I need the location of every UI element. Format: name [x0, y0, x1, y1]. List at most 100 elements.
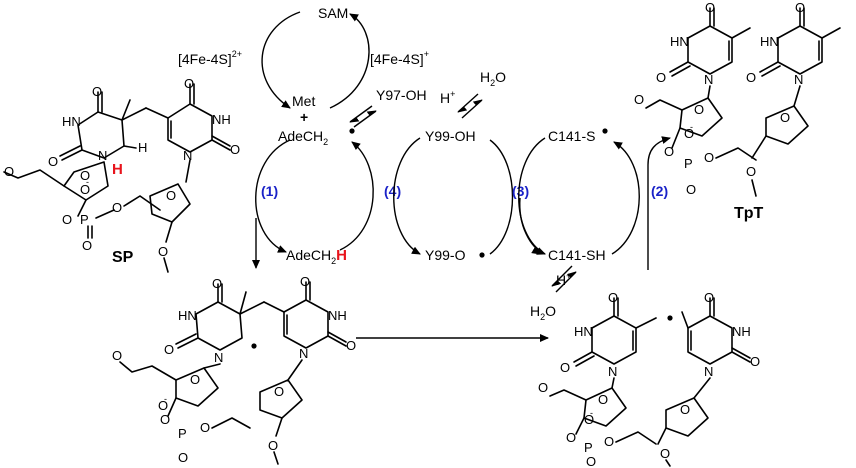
- eq-arrow-y97-b: [353, 110, 377, 128]
- sam-label: SAM: [318, 5, 348, 21]
- eq-arrow-bot-b: [555, 271, 577, 293]
- step3-arc-to-sh: [519, 197, 546, 255]
- svg-text:-: -: [590, 408, 593, 418]
- svg-text:P: P: [178, 426, 187, 441]
- svg-text:N: N: [183, 148, 192, 163]
- svg-text:O: O: [634, 92, 644, 107]
- svg-text:O: O: [112, 348, 122, 363]
- svg-text:P: P: [684, 156, 693, 171]
- svg-text:O: O: [795, 0, 805, 15]
- svg-text:HN: HN: [760, 34, 779, 49]
- svg-text:O: O: [584, 412, 594, 427]
- svg-text:O: O: [598, 392, 608, 407]
- svg-text:-: -: [164, 394, 167, 404]
- tpt-molecule: O O HN N O O HN N O O O P O - O O O O Tp…: [634, 0, 841, 222]
- svg-text:O: O: [586, 454, 596, 468]
- svg-text:HN: HN: [178, 308, 197, 323]
- tptr-sugar-left: [583, 387, 627, 427]
- step1-cycle: (1) AdeCH2H: [255, 139, 374, 266]
- svg-text:O: O: [80, 168, 90, 183]
- adech2h-label: AdeCH2H: [286, 247, 347, 266]
- sp-sugar-right: [149, 183, 191, 223]
- svg-text:O: O: [92, 84, 102, 99]
- tptr-sugar-right: [665, 397, 709, 437]
- sam-cycle: SAM [4Fe-4S]2+ [4Fe-4S]+ Met + AdeCH2 Y9…: [178, 5, 429, 147]
- svg-text:O: O: [82, 238, 92, 253]
- svg-text:O: O: [212, 276, 222, 291]
- svg-text:HN: HN: [574, 324, 593, 339]
- svg-text:O: O: [746, 164, 756, 179]
- tptr-ring-right: [687, 315, 733, 365]
- svg-text:O: O: [166, 188, 176, 203]
- c141-s-radical-dot: [602, 128, 608, 134]
- svg-text:N: N: [608, 364, 617, 379]
- tpt-ring-right: [777, 25, 823, 75]
- svg-text:O: O: [184, 76, 194, 91]
- svg-text:HN: HN: [62, 114, 81, 129]
- step3-cycle: (3) C141-S C141-SH H+ H2O (2): [485, 128, 668, 322]
- eq-arrow-y97-a: [349, 105, 373, 123]
- svg-text:O: O: [684, 126, 694, 141]
- svg-text:O: O: [750, 354, 760, 369]
- svg-text:H: H: [138, 140, 147, 155]
- svg-text:-: -: [690, 122, 693, 132]
- step-1-label: (1): [261, 183, 278, 199]
- step-2-label: (2): [651, 183, 668, 199]
- h2o-top: H2O: [480, 69, 506, 88]
- adech2-radical-dot: [349, 128, 355, 134]
- svg-text:O: O: [566, 430, 576, 445]
- eq-arrow-top-b: [461, 99, 483, 119]
- sp-sugar-left: [63, 161, 109, 201]
- svg-text:O: O: [62, 212, 72, 227]
- hplus-top: H+: [440, 89, 455, 106]
- svg-text:O: O: [694, 102, 704, 117]
- tpt-name: TpT: [734, 205, 764, 222]
- step1-arc-right: [339, 141, 374, 251]
- svg-text:O: O: [705, 0, 715, 15]
- svg-text:O: O: [158, 398, 168, 413]
- y99-o-radical-label: Y99-O: [425, 247, 466, 263]
- spr-ring-right: [283, 299, 329, 349]
- svg-text:O: O: [200, 420, 210, 435]
- svg-text:O: O: [300, 274, 310, 289]
- svg-text:O: O: [780, 110, 790, 125]
- adech2-radical: AdeCH2: [278, 128, 328, 147]
- svg-text:O: O: [112, 200, 122, 215]
- step3-arc-right: [611, 141, 640, 255]
- step2-arrow: [647, 136, 671, 270]
- step-4-label: (4): [384, 183, 401, 199]
- fe-cluster-2plus: [4Fe-4S]2+: [178, 49, 242, 67]
- tpt-sugar-right: [765, 105, 809, 145]
- eq-arrow-bot-a: [551, 265, 573, 287]
- sp-radical-molecule: O O HN N O O NH N O O O P O - O O O O: [112, 274, 356, 465]
- svg-text:O: O: [664, 144, 674, 159]
- svg-text:O: O: [230, 142, 240, 157]
- svg-text:O: O: [80, 182, 90, 197]
- svg-text:O: O: [4, 164, 14, 179]
- svg-text:P: P: [584, 440, 593, 455]
- eq-arrow-top-a: [457, 93, 479, 113]
- tpt-sugar-left: [679, 97, 723, 137]
- spr-ring-left: [195, 301, 243, 351]
- step3-inner: [485, 140, 511, 254]
- step4-cycle: (4) Y99-OH Y99-O H2O H+: [384, 69, 514, 263]
- sp-molecule: O O O O HN NH N N H H O O O P O - O O O …: [3, 76, 240, 273]
- step-3-label: (3): [512, 183, 529, 199]
- svg-text:O: O: [160, 412, 170, 427]
- spr-radical-dot: [251, 343, 257, 349]
- svg-text:O: O: [346, 338, 356, 353]
- tpt-radical-molecule: O O HN N O O NH N O O O P O - O O O O: [538, 290, 760, 468]
- svg-text:N: N: [98, 148, 107, 163]
- h2o-bottom: H2O: [530, 303, 556, 322]
- svg-text:O: O: [680, 402, 690, 417]
- svg-text:O: O: [274, 384, 284, 399]
- svg-text:NH: NH: [732, 324, 751, 339]
- y97-oh-label: Y97-OH: [376, 87, 427, 103]
- svg-text:O: O: [746, 70, 756, 85]
- svg-text:N: N: [704, 72, 713, 87]
- svg-text:O: O: [164, 342, 174, 357]
- met-label: Met: [292, 93, 315, 109]
- svg-text:N: N: [704, 364, 713, 379]
